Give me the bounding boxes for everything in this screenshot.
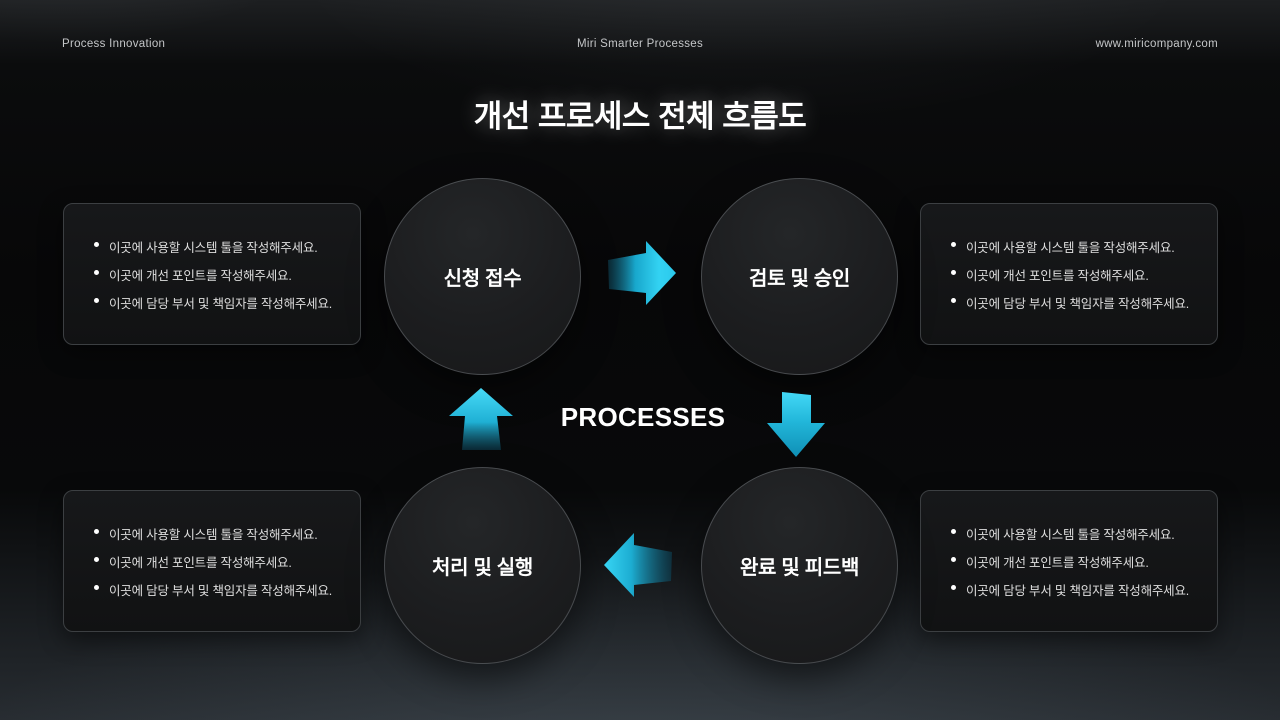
bullet-list: 이곳에 사용할 시스템 툴을 작성해주세요. 이곳에 개선 포인트를 작성해주세… xyxy=(94,228,332,321)
bullet-item: 이곳에 개선 포인트를 작성해주세요. xyxy=(951,552,1189,571)
arrow-right-icon xyxy=(608,241,676,305)
header-left-text: Process Innovation xyxy=(62,38,166,50)
header-right-link: www.miricompany.com xyxy=(1095,38,1218,50)
step-label: 신청 접수 xyxy=(443,268,522,290)
bullet-item: 이곳에 개선 포인트를 작성해주세요. xyxy=(951,265,1189,284)
bullet-item: 이곳에 사용할 시스템 툴을 작성해주세요. xyxy=(94,524,332,543)
header-center-text: Miri Smarter Processes xyxy=(576,38,704,50)
note-box-bottom-right: 이곳에 사용할 시스템 툴을 작성해주세요. 이곳에 개선 포인트를 작성해주세… xyxy=(920,490,1218,632)
bullet-item: 이곳에 개선 포인트를 작성해주세요. xyxy=(94,265,332,284)
note-box-bottom-left: 이곳에 사용할 시스템 툴을 작성해주세요. 이곳에 개선 포인트를 작성해주세… xyxy=(63,490,361,632)
bullet-item: 이곳에 담당 부서 및 책임자를 작성해주세요. xyxy=(94,580,332,599)
bullet-item: 이곳에 담당 부서 및 책임자를 작성해주세요. xyxy=(951,293,1189,312)
bullet-item: 이곳에 개선 포인트를 작성해주세요. xyxy=(94,552,332,571)
page-title: 개선 프로세스 전체 흐름도 xyxy=(473,99,807,134)
note-box-top-left: 이곳에 사용할 시스템 툴을 작성해주세요. 이곳에 개선 포인트를 작성해주세… xyxy=(63,203,361,345)
step-label: 완료 및 피드백 xyxy=(739,557,860,579)
processes-center-label: PROCESSES xyxy=(560,402,726,432)
step-label: 처리 및 실행 xyxy=(431,557,533,579)
bullet-item: 이곳에 사용할 시스템 툴을 작성해주세요. xyxy=(951,237,1189,256)
step-circle-review-approval: 검토 및 승인 xyxy=(701,178,898,375)
bullet-list: 이곳에 사용할 시스템 툴을 작성해주세요. 이곳에 개선 포인트를 작성해주세… xyxy=(951,515,1189,608)
arrow-left-icon xyxy=(604,533,672,597)
bullet-item: 이곳에 담당 부서 및 책임자를 작성해주세요. xyxy=(94,293,332,312)
step-label: 검토 및 승인 xyxy=(748,268,850,290)
step-circle-application-receipt: 신청 접수 xyxy=(384,178,581,375)
arrow-down-icon xyxy=(767,392,825,457)
arrow-up-icon xyxy=(449,388,513,450)
bullet-item: 이곳에 사용할 시스템 툴을 작성해주세요. xyxy=(951,524,1189,543)
step-circle-processing-execution: 처리 및 실행 xyxy=(384,467,581,664)
bullet-item: 이곳에 담당 부서 및 책임자를 작성해주세요. xyxy=(951,580,1189,599)
bullet-list: 이곳에 사용할 시스템 툴을 작성해주세요. 이곳에 개선 포인트를 작성해주세… xyxy=(94,515,332,608)
note-box-top-right: 이곳에 사용할 시스템 툴을 작성해주세요. 이곳에 개선 포인트를 작성해주세… xyxy=(920,203,1218,345)
bullet-list: 이곳에 사용할 시스템 툴을 작성해주세요. 이곳에 개선 포인트를 작성해주세… xyxy=(951,228,1189,321)
bullet-item: 이곳에 사용할 시스템 툴을 작성해주세요. xyxy=(94,237,332,256)
step-circle-completion-feedback: 완료 및 피드백 xyxy=(701,467,898,664)
